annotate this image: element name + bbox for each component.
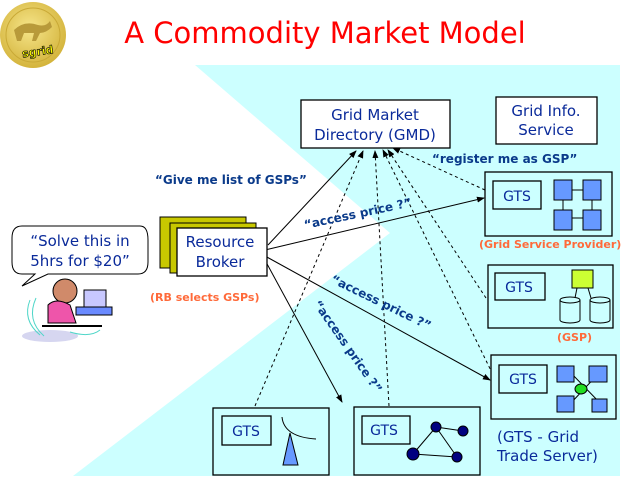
speech-line1: “Solve this in <box>30 232 129 250</box>
register-label: “register me as GSP” <box>432 152 577 166</box>
grid-market-directory-node: Grid Market Directory (GMD) <box>300 99 451 149</box>
connections <box>254 147 499 407</box>
gts-legend-line2: Trade Server) <box>496 447 598 465</box>
antenna-icon <box>281 416 317 466</box>
broker-label-line2: Broker <box>196 253 246 271</box>
star-network-icon <box>556 365 608 413</box>
grid-info-service-node: Grid Info. Service <box>495 96 598 145</box>
logo: sgrid <box>0 2 66 68</box>
gis-label-line2: Service <box>518 121 573 139</box>
broker-label-line1: Resource <box>186 233 255 251</box>
page-title: A Commodity Market Model <box>124 16 525 50</box>
gsp-node-1: GTS <box>484 171 613 237</box>
give-list-label: “Give me list of GSPs” <box>155 173 307 187</box>
gsp-node-5: GTS <box>353 406 481 476</box>
speech-line2: 5hrs for $20” <box>30 252 130 270</box>
gts-label: GTS <box>505 280 533 296</box>
gts-label: GTS <box>509 372 537 388</box>
gts-legend-line1: (GTS - Grid <box>497 428 579 446</box>
gts-label: GTS <box>370 423 398 439</box>
gts-label: GTS <box>503 189 531 205</box>
gis-label-line1: Grid Info. <box>511 102 580 120</box>
gmd-label-line2: Directory (GMD) <box>314 126 436 144</box>
gts-label: GTS <box>232 424 260 440</box>
gsp-node-4: GTS <box>212 407 330 476</box>
gmd-label-line1: Grid Market <box>331 106 419 124</box>
rb-selects-note: (RB selects GSPs) <box>150 291 260 304</box>
cluster-icon <box>406 421 469 463</box>
background-shape <box>73 65 620 476</box>
network-icon <box>553 179 602 231</box>
gsp-note: (GSP) <box>557 331 592 344</box>
gsp-node-2: GTS <box>487 264 614 329</box>
gsp-node-3: GTS <box>490 354 617 420</box>
logo-text: sgrid <box>21 43 54 60</box>
database-icon <box>559 269 611 324</box>
gsp-full-note: (Grid Service Provider) <box>479 238 621 251</box>
speech-bubble: “Solve this in 5hrs for $20” <box>11 225 149 287</box>
resource-broker-node: Resource Broker <box>159 216 268 277</box>
user-at-computer-icon <box>22 278 113 342</box>
